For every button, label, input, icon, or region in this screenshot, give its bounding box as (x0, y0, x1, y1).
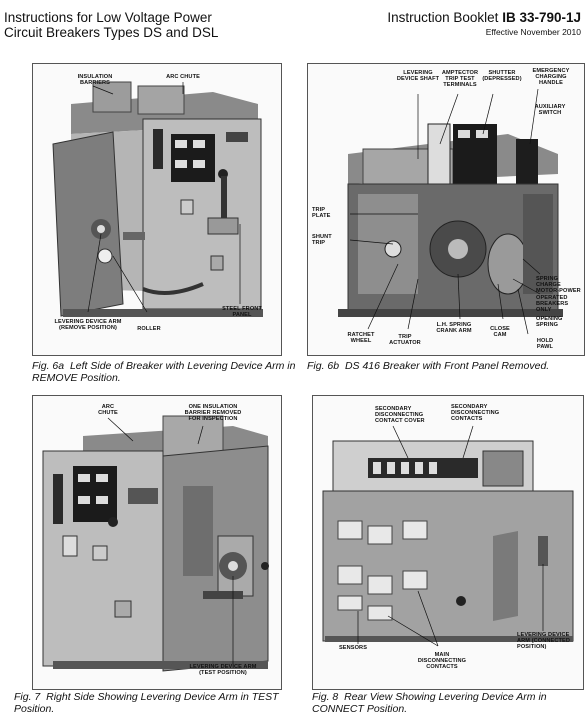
label-main-disconnecting-contacts: MAIN DISCONNECTING CONTACTS (417, 652, 467, 671)
breaker-right-side-illustration (42, 415, 269, 672)
caption-fig-6a: Fig. 6a Left Side of Breaker with Leveri… (32, 360, 302, 384)
caption-number: Fig. 6b (307, 360, 340, 372)
caption-number: Fig. 6a (32, 360, 65, 372)
caption-text: Left Side of Breaker with Levering Devic… (32, 360, 296, 384)
breaker-illustration (52, 81, 263, 317)
label-roller: ROLLER (137, 326, 161, 332)
title-line-2: Circuit Breakers Types DS and DSL (4, 25, 219, 40)
breaker-rear-view-illustration (322, 425, 574, 647)
label-secondary-disconnecting-contact-cover: SECONDARY DISCONNECTING CONTACT COVER (375, 406, 425, 425)
figure-6a-image: INSULATION BARRIERS ARC CHUTE LEVERING D… (32, 63, 282, 356)
booklet-number: IB 33-790-1J (502, 10, 581, 25)
booklet-info: Instruction Booklet IB 33-790-1J Effecti… (387, 10, 581, 37)
label-levering-device-shaft: LEVERING DEVICE SHAFT (396, 70, 440, 83)
caption-text: DS 416 Breaker with Front Panel Removed. (344, 360, 550, 372)
figure-7-image: ARC CHUTE ONE INSULATION BARRIER REMOVED… (32, 395, 282, 690)
label-shunt-trip: SHUNT TRIP (312, 234, 332, 247)
label-levering-device-arm: LEVERING DEVICE ARM (REMOVE POSITION) (54, 319, 122, 332)
caption-number: Fig. 8 (312, 691, 339, 703)
label-hold-pawl: HOLD PAWL (536, 338, 554, 351)
caption-fig-7: Fig. 7 Right Side Showing Levering Devic… (14, 691, 304, 715)
label-arc-chute: ARC CHUTE (98, 404, 118, 417)
effective-date: Effective November 2010 (485, 27, 581, 37)
label-trip-plate: TRIP PLATE (312, 207, 331, 220)
document-title: Instructions for Low Voltage Power Circu… (4, 10, 218, 40)
label-trip-actuator: TRIP ACTUATOR (389, 334, 421, 347)
label-sensors: SENSORS (338, 645, 368, 651)
title-line-1: Instructions for Low Voltage Power (4, 10, 212, 25)
label-lh-spring-crank-arm: L.H. SPRING CRANK ARM (436, 322, 472, 335)
figure-8-image: SECONDARY DISCONNECTING CONTACT COVER SE… (312, 395, 584, 690)
label-steel-front-panel: STEEL FRONT PANEL (222, 306, 262, 319)
label-amptector-trip-test: AMPTECTOR TRIP TEST TERMINALS (441, 70, 479, 89)
label-close-cam: CLOSE CAM (490, 326, 510, 339)
label-emergency-charging-handle: EMERGENCY CHARGING HANDLE (532, 68, 570, 87)
label-one-insulation-barrier: ONE INSULATION BARRIER REMOVED FOR INSPE… (184, 404, 242, 423)
caption-number: Fig. 7 (14, 691, 41, 703)
caption-fig-8: Fig. 8 Rear View Showing Levering Device… (312, 691, 584, 715)
label-levering-device-arm-test: LEVERING DEVICE ARM (TEST POSITION) (189, 664, 257, 677)
figure-6b-image: LEVERING DEVICE SHAFT AMPTECTOR TRIP TES… (307, 63, 585, 356)
label-insulation-barriers: INSULATION BARRIERS (77, 74, 113, 87)
caption-text: Rear View Showing Levering Device Arm in… (312, 691, 547, 715)
label-opening-spring: OPENING SPRING (536, 316, 563, 329)
breaker-internals-illustration (338, 88, 563, 335)
label-ratchet-wheel: RATCHET WHEEL (347, 332, 375, 345)
caption-fig-6b: Fig. 6b DS 416 Breaker with Front Panel … (307, 360, 583, 372)
booklet-prefix: Instruction Booklet (387, 10, 499, 25)
label-auxiliary-switch: AUXILIARY SWITCH (534, 104, 566, 117)
label-secondary-disconnecting-contacts: SECONDARY DISCONNECTING CONTACTS (451, 404, 500, 423)
label-shutter: SHUTTER (DEPRESSED) (482, 70, 522, 83)
label-spring-charge-motor: SPRING CHARGE MOTOR-POWER OPERATED BREAK… (536, 276, 581, 314)
label-arc-chute: ARC CHUTE (166, 74, 200, 80)
label-levering-device-arm-connected: LEVERING DEVICE ARM (CONNECTED POSITION) (517, 632, 570, 651)
caption-text: Right Side Showing Levering Device Arm i… (14, 691, 279, 715)
